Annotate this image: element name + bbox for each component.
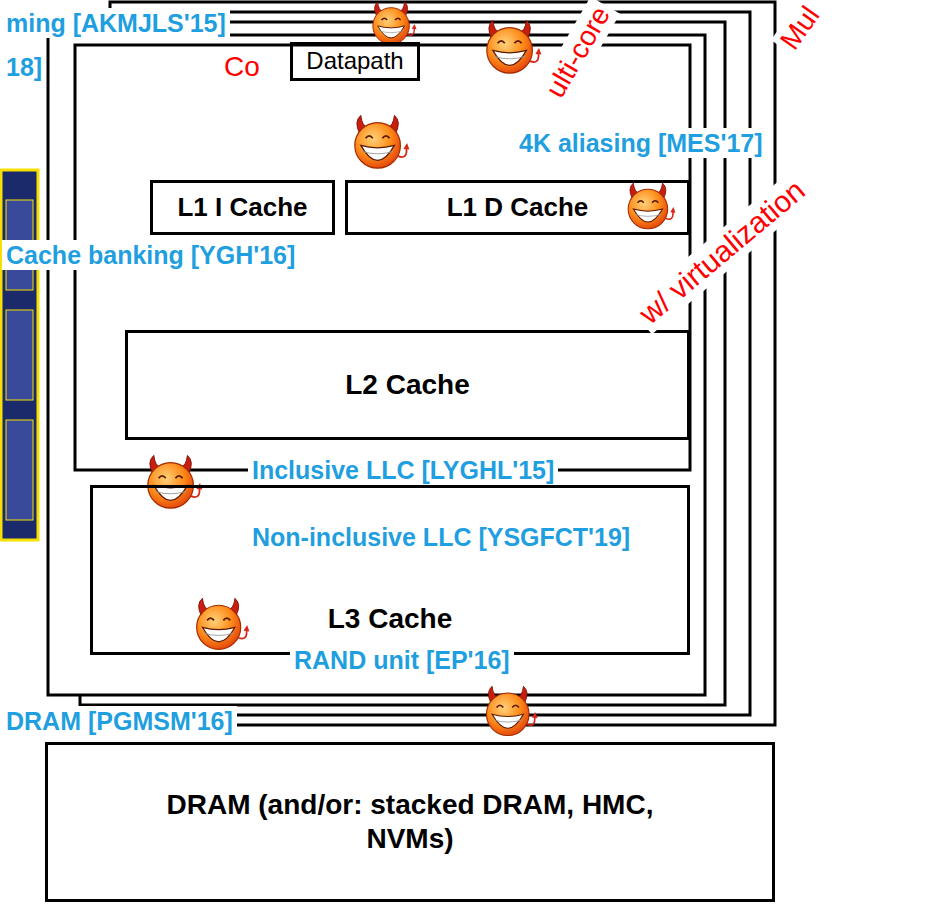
attack-citation: RAND unit [EP'16]	[290, 645, 514, 675]
box-label: Datapath	[306, 47, 403, 76]
attack-citation: DRAM [PGMSM'16]	[2, 706, 237, 736]
attacker-icon	[373, 2, 417, 44]
box-label: L1 I Cache	[177, 192, 307, 223]
attack-citation: Cache banking [YGH'16]	[2, 240, 299, 270]
annotation-text: Co	[220, 50, 264, 84]
attacker-icon	[148, 455, 203, 508]
box-label: L1 D Cache	[447, 192, 589, 223]
side-image-panel	[6, 420, 33, 520]
memory-box: DRAM (and/or: stacked DRAM, HMC, NVMs)	[45, 742, 775, 902]
attacker-icon	[486, 686, 537, 735]
attacker-icon	[628, 183, 675, 229]
box-label: DRAM (and/or: stacked DRAM, HMC, NVMs)	[140, 788, 680, 855]
attack-citation: 4K aliasing [MES'17]	[515, 128, 767, 158]
attacker-icon	[355, 115, 410, 168]
box-label: L3 Cache	[328, 602, 453, 636]
side-image	[1, 170, 38, 540]
memory-box: L1 D Cache	[345, 180, 690, 235]
attack-citation: Non-inclusive LLC [YSGFCT'19]	[248, 522, 634, 552]
datapath-box: Datapath	[290, 42, 420, 81]
attack-citation: ming [AKMJLS'15]	[2, 8, 230, 38]
attacker-icon	[197, 598, 250, 649]
box-label: L2 Cache	[345, 368, 470, 402]
memory-box: L3 Cache	[90, 485, 690, 655]
attack-citation: Inclusive LLC [LYGHL'15]	[248, 455, 558, 485]
annotation-text: Mul	[771, 0, 829, 59]
attacker-icon	[487, 20, 542, 73]
attack-citation: 18]	[2, 52, 46, 82]
memory-box: L1 I Cache	[150, 180, 335, 235]
side-image-panel	[6, 310, 33, 400]
memory-box: L2 Cache	[125, 330, 690, 440]
